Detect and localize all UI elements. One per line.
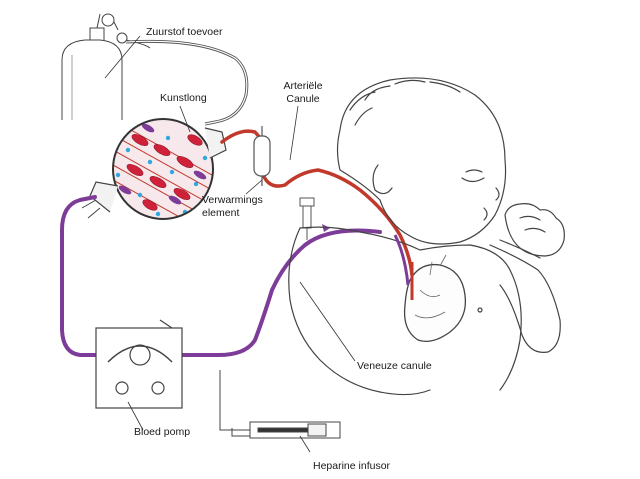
arterial-label-line2: Canule [286,93,320,105]
oxygenator [81,118,227,220]
heating-element [253,126,271,186]
cannula-connector [299,197,315,240]
oxygen-cylinder [61,13,151,120]
heater-label-line1: Verwarmings [202,194,263,206]
heparin-infusor-label: Heparine infusor [313,460,391,472]
baby-illustration [288,77,565,396]
heater-label-line2: element [202,207,240,219]
heparin-infusor [219,370,341,439]
leader-lines [104,35,356,453]
blood-pump-label: Bloed pomp [134,426,191,438]
venous-line [60,195,382,358]
oxygenator-label: Kunstlong [160,92,207,104]
arterial-cannula-label: Arteriële Canule [278,80,328,106]
oxygen-label: Zuurstof toevoer [146,26,223,38]
venous-cannula-label: Veneuze canule [357,360,432,372]
arterial-line [220,129,414,277]
blood-pump [95,319,183,409]
arterial-label-line1: Arteriële [283,80,323,92]
heart-illustration [393,234,467,343]
heating-element-label: Verwarmings element [202,194,263,220]
oxygen-tube [125,39,249,126]
venous-flow-arrow [322,224,330,232]
